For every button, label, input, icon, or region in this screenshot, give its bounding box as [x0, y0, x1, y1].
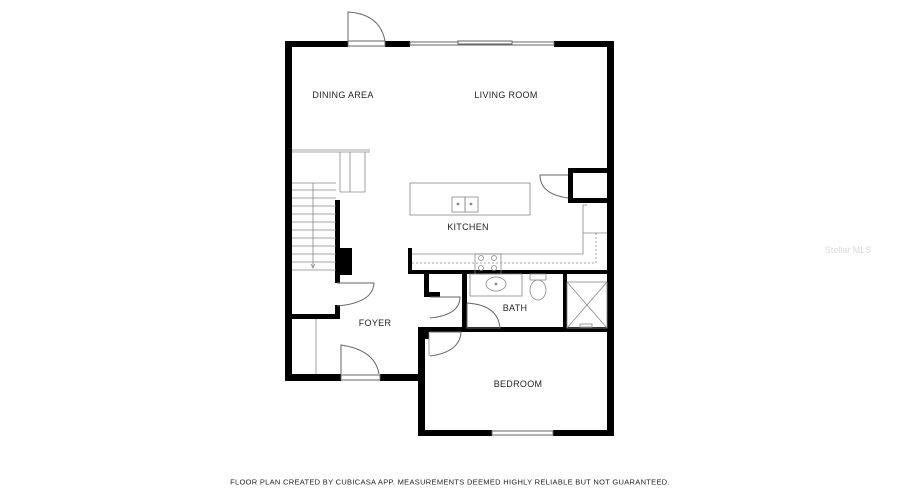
watermark: Stellar MLS	[824, 245, 872, 255]
windows	[340, 40, 555, 436]
kitchen-fixtures	[409, 182, 607, 275]
room-label-kitchen: KITCHEN	[447, 222, 489, 232]
room-label-bath: BATH	[502, 303, 528, 313]
room-label-bedroom: BEDROOM	[493, 379, 543, 389]
room-label-living: LIVING ROOM	[474, 90, 538, 100]
staircase	[292, 149, 370, 374]
doors	[336, 11, 569, 375]
disclaimer-footer: FLOOR PLAN CREATED BY CUBICASA APP. MEAS…	[230, 477, 670, 487]
interior-walls	[285, 168, 614, 339]
room-label-dining: DINING AREA	[312, 90, 374, 100]
exterior-walls	[285, 41, 614, 436]
bath-fixtures	[469, 273, 608, 329]
room-label-foyer: FOYER	[358, 318, 392, 328]
